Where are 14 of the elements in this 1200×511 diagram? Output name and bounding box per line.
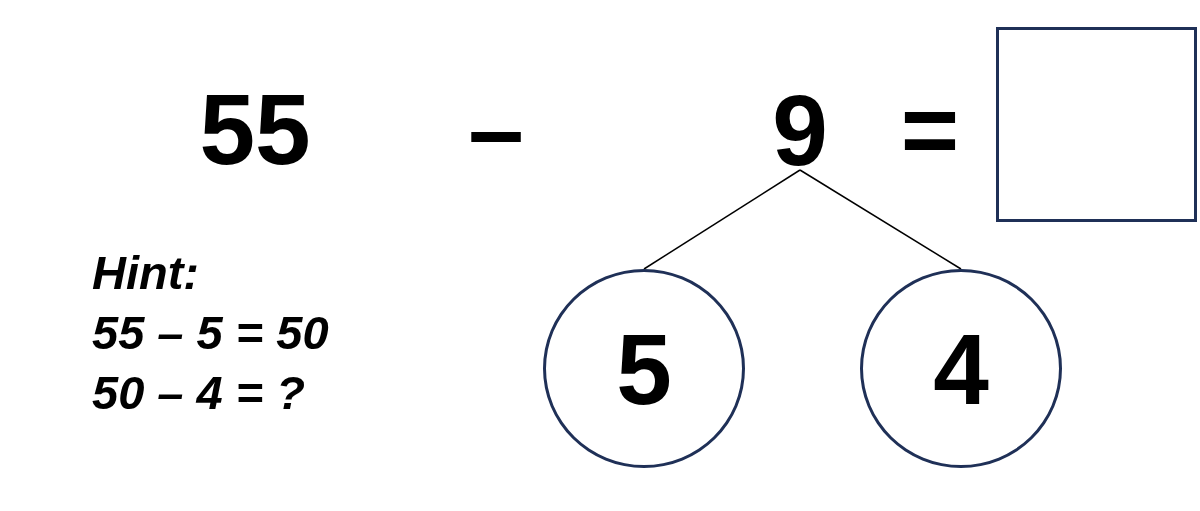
connector-line — [643, 169, 801, 270]
equals-sign: = — [899, 89, 961, 169]
number: 55 — [198, 89, 312, 169]
hint-equation: 50 – 4 = ? — [92, 369, 306, 416]
number: 5 — [616, 328, 672, 409]
answer-box — [996, 27, 1197, 222]
connector-line — [799, 169, 962, 270]
number: 4 — [933, 328, 989, 409]
minus-sign: – — [467, 89, 525, 169]
number-circle — [543, 269, 745, 468]
hint-equation: 55 – 5 = 50 — [92, 309, 330, 356]
number-circle — [860, 269, 1062, 468]
number: 9 — [740, 90, 860, 170]
hint-heading: Hint: — [92, 249, 200, 296]
